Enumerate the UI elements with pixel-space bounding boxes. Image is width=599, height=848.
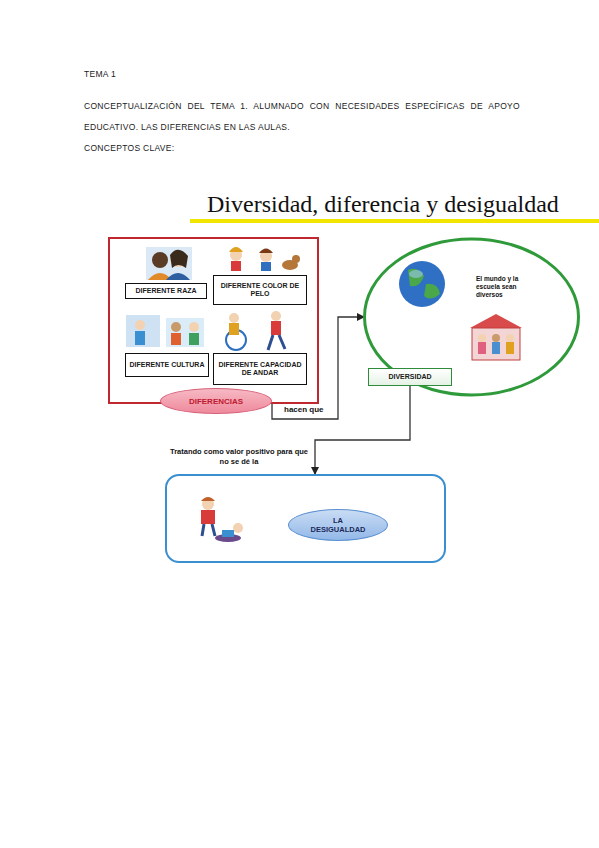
- globe-icon: [399, 261, 445, 307]
- title-underline: [190, 219, 599, 223]
- bullying-icon: [201, 497, 243, 542]
- school-icon: [470, 314, 522, 360]
- inequality-box: LA DESIGUALDAD: [165, 474, 446, 563]
- ellipse-label: DIFERENCIAS: [189, 397, 243, 406]
- differences-box: DIFERENCIAS DIFERENTE RAZA DIFERENTE COLOR…: [108, 237, 319, 404]
- inequality-ellipse: LA DESIGUALDAD: [288, 509, 388, 541]
- circle-text: El mundo y la escuela sean diversos: [476, 275, 528, 299]
- page-text: TEMA 1: [84, 69, 116, 79]
- differences-ellipse: DIFERENCIAS: [160, 388, 272, 414]
- box-label: DIFERENTE COLOR DE PELO: [217, 282, 303, 298]
- race-icon: [146, 247, 192, 280]
- label-box: DIFERENTE CAPACIDAD DE ANDAR: [213, 353, 307, 385]
- diversity-circle: El mundo y la escuela sean diversosDIVER…: [362, 237, 581, 397]
- label-box: DIFERENTE CULTURA: [125, 353, 209, 377]
- hair-icon: [229, 247, 300, 271]
- connector-label: hacen que: [284, 405, 324, 414]
- connector-label: Tratando como valor positivo para que no…: [168, 447, 310, 467]
- label-box: DIVERSIDAD: [368, 368, 452, 386]
- page-text: CONCEPTUALIZACIÓN DEL TEMA 1. ALUMNADO C…: [84, 96, 520, 138]
- page-text: CONCEPTOS CLAVE:: [84, 143, 174, 153]
- box-label: DIVERSIDAD: [388, 373, 431, 381]
- label-box: DIFERENTE COLOR DE PELO: [213, 275, 307, 305]
- connector: [315, 386, 410, 474]
- diagram-title: Diversidad, diferencia y desigualdad: [207, 191, 559, 218]
- walking-icon: [226, 311, 285, 350]
- box-label: DIFERENTE CAPACIDAD DE ANDAR: [217, 361, 303, 377]
- ellipse-label: LA DESIGUALDAD: [310, 516, 366, 534]
- label-box: DIFERENTE RAZA: [125, 283, 207, 299]
- box-label: DIFERENTE RAZA: [135, 287, 196, 295]
- culture-icon: [126, 315, 204, 347]
- box-label: DIFERENTE CULTURA: [130, 361, 205, 369]
